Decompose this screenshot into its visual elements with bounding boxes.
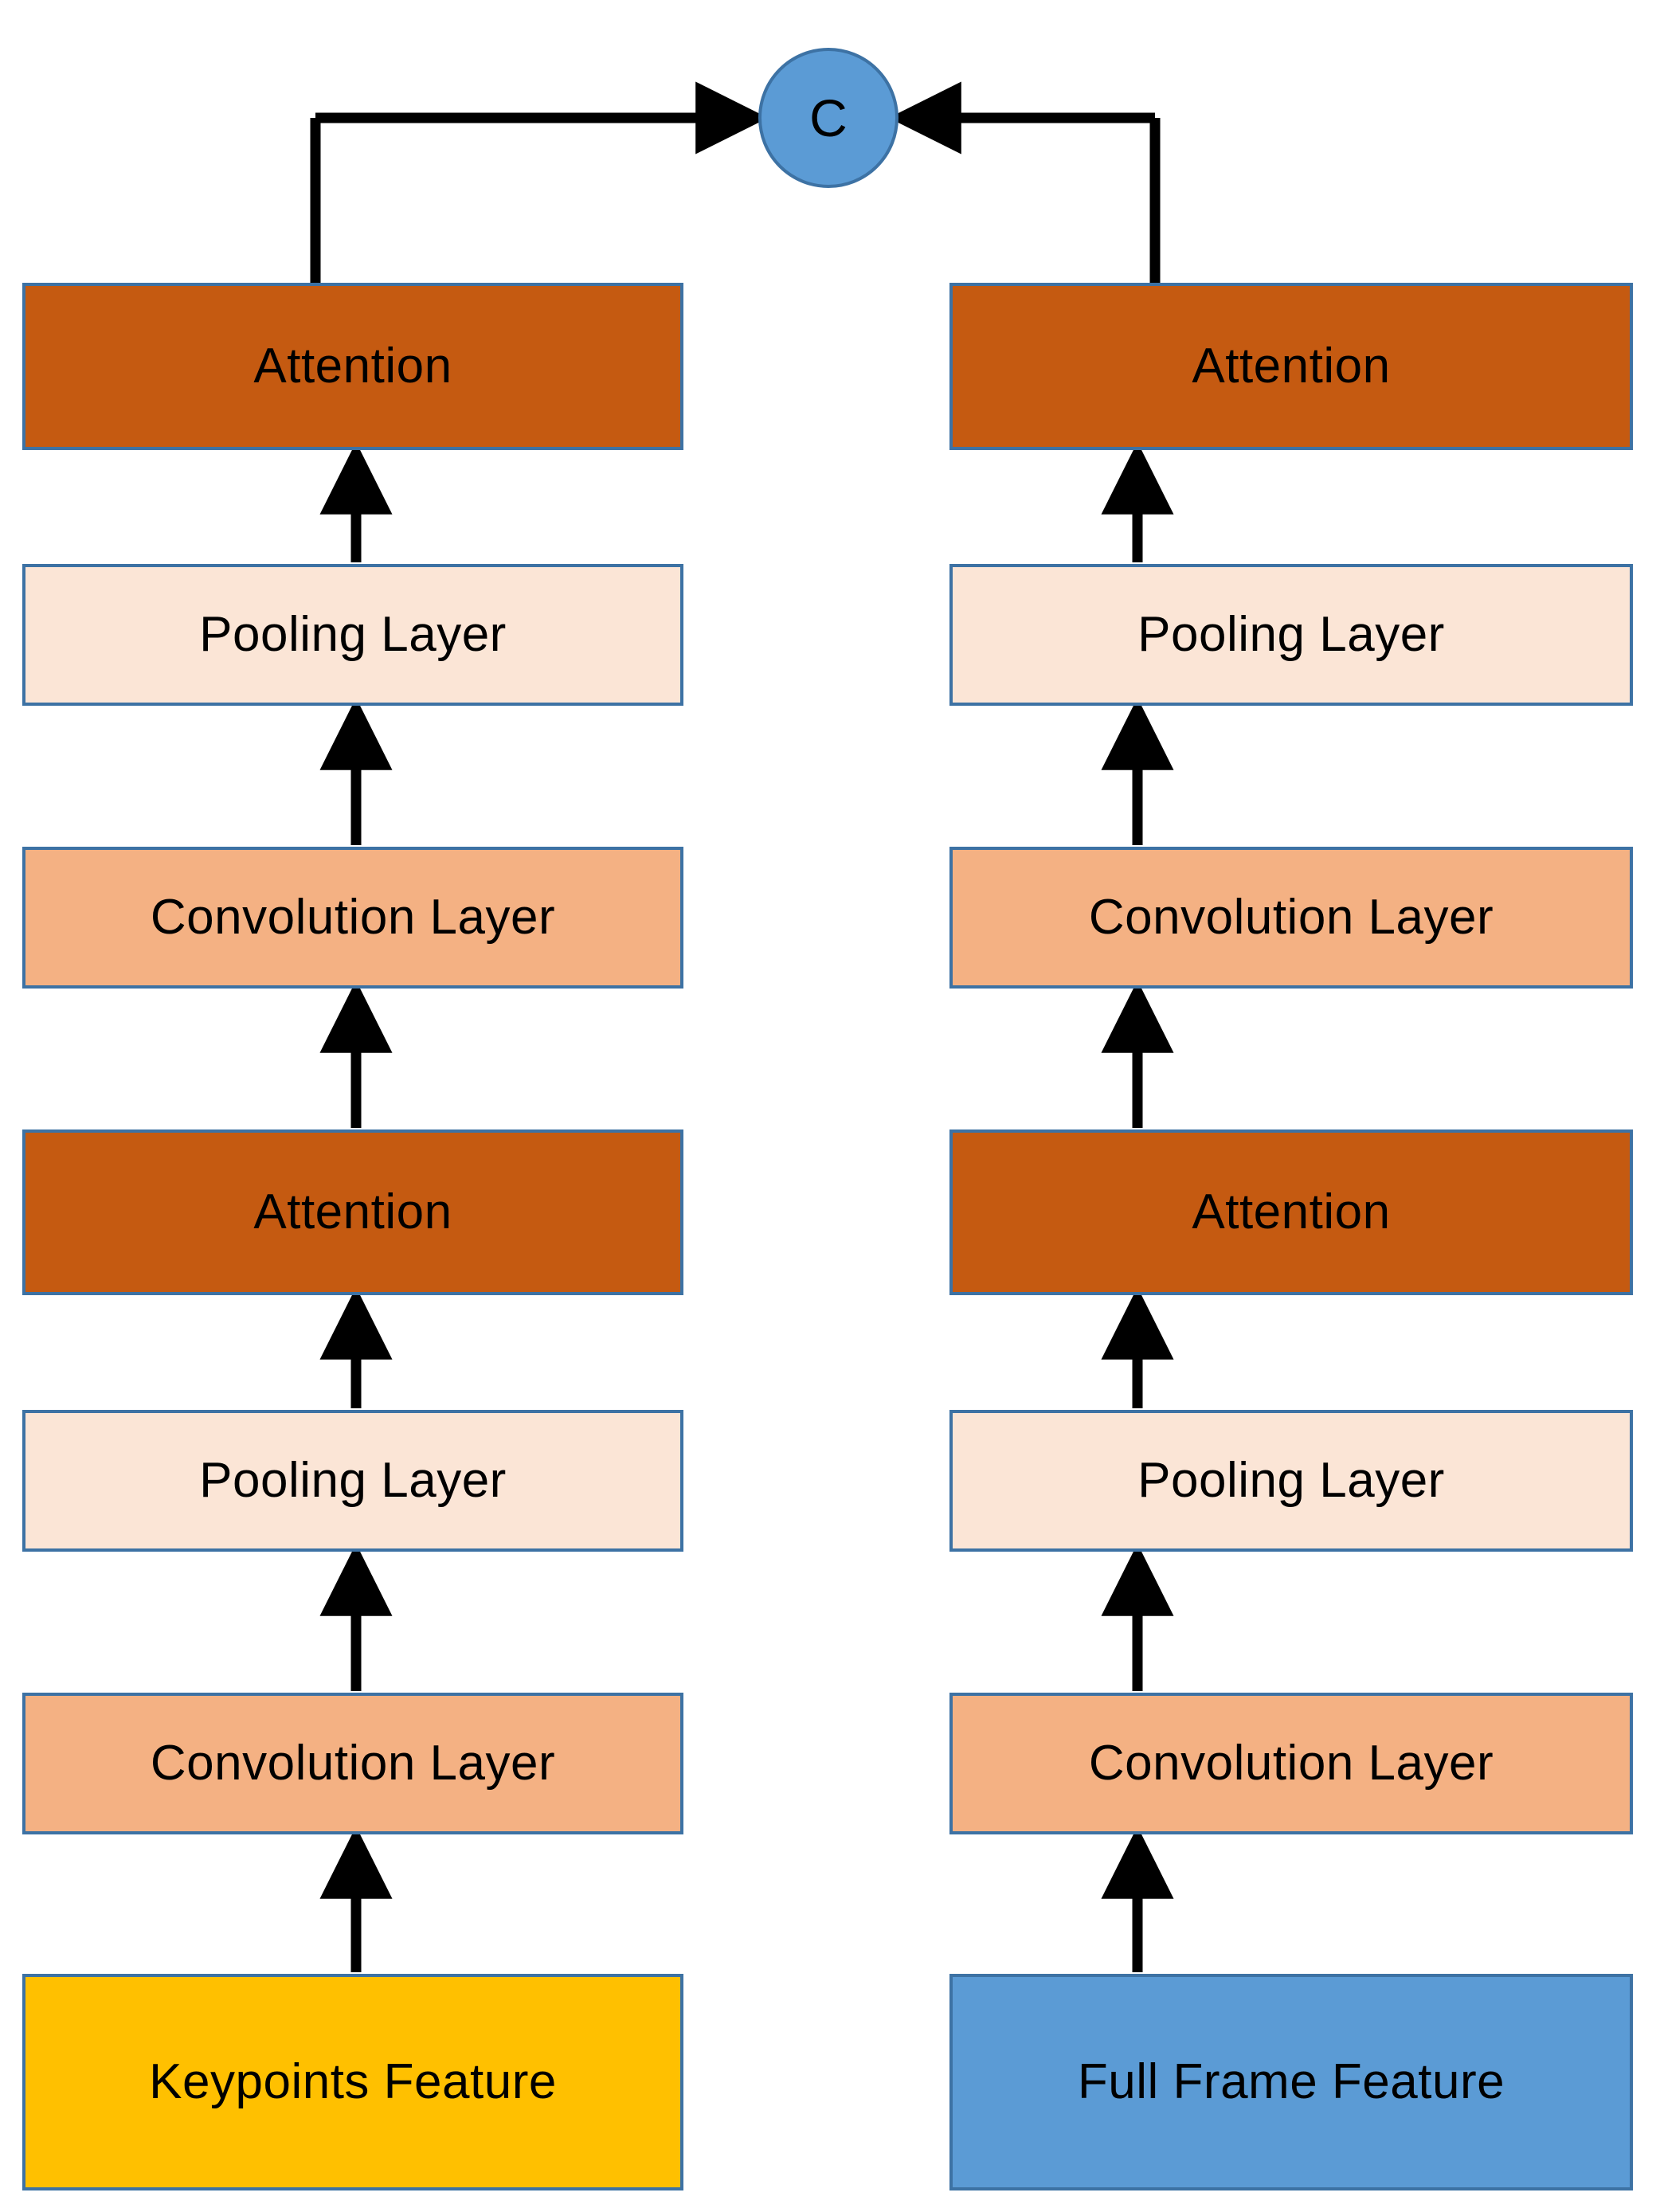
keypoints-branch-block-convolution[interactable]: Convolution Layer [22, 847, 683, 989]
block-label: Attention [253, 338, 452, 393]
keypoints-branch-block-pooling[interactable]: Pooling Layer [22, 564, 683, 706]
block-label: Convolution Layer [150, 889, 556, 945]
block-label: Convolution Layer [1088, 889, 1494, 945]
keypoints-branch-block-pooling[interactable]: Pooling Layer [22, 1410, 683, 1552]
full-frame-branch-block-input[interactable]: Full Frame Feature [949, 1974, 1633, 2190]
keypoints-branch-block-convolution[interactable]: Convolution Layer [22, 1693, 683, 1834]
block-label: Attention [1192, 338, 1391, 393]
block-label: Pooling Layer [1137, 1452, 1445, 1508]
block-label: Convolution Layer [150, 1735, 556, 1791]
block-label: Attention [1192, 1184, 1391, 1239]
block-label: Full Frame Feature [1077, 2053, 1505, 2109]
block-label: Attention [253, 1184, 452, 1239]
full-frame-branch-block-attention[interactable]: Attention [949, 1129, 1633, 1295]
keypoints-branch-block-attention[interactable]: Attention [22, 1129, 683, 1295]
block-label: Pooling Layer [1137, 606, 1445, 662]
full-frame-branch-block-convolution[interactable]: Convolution Layer [949, 1693, 1633, 1834]
keypoints-branch-block-input[interactable]: Keypoints Feature [22, 1974, 683, 2190]
full-frame-branch-block-attention[interactable]: Attention [949, 283, 1633, 450]
concatenation-node-label: C [809, 88, 848, 147]
concatenation-node[interactable]: C [758, 48, 899, 188]
full-frame-branch-block-pooling[interactable]: Pooling Layer [949, 1410, 1633, 1552]
block-label: Keypoints Feature [149, 2053, 557, 2109]
keypoints-branch-block-attention[interactable]: Attention [22, 283, 683, 450]
block-label: Convolution Layer [1088, 1735, 1494, 1791]
block-label: Pooling Layer [199, 1452, 507, 1508]
full-frame-branch-block-convolution[interactable]: Convolution Layer [949, 847, 1633, 989]
block-label: Pooling Layer [199, 606, 507, 662]
full-frame-branch-block-pooling[interactable]: Pooling Layer [949, 564, 1633, 706]
